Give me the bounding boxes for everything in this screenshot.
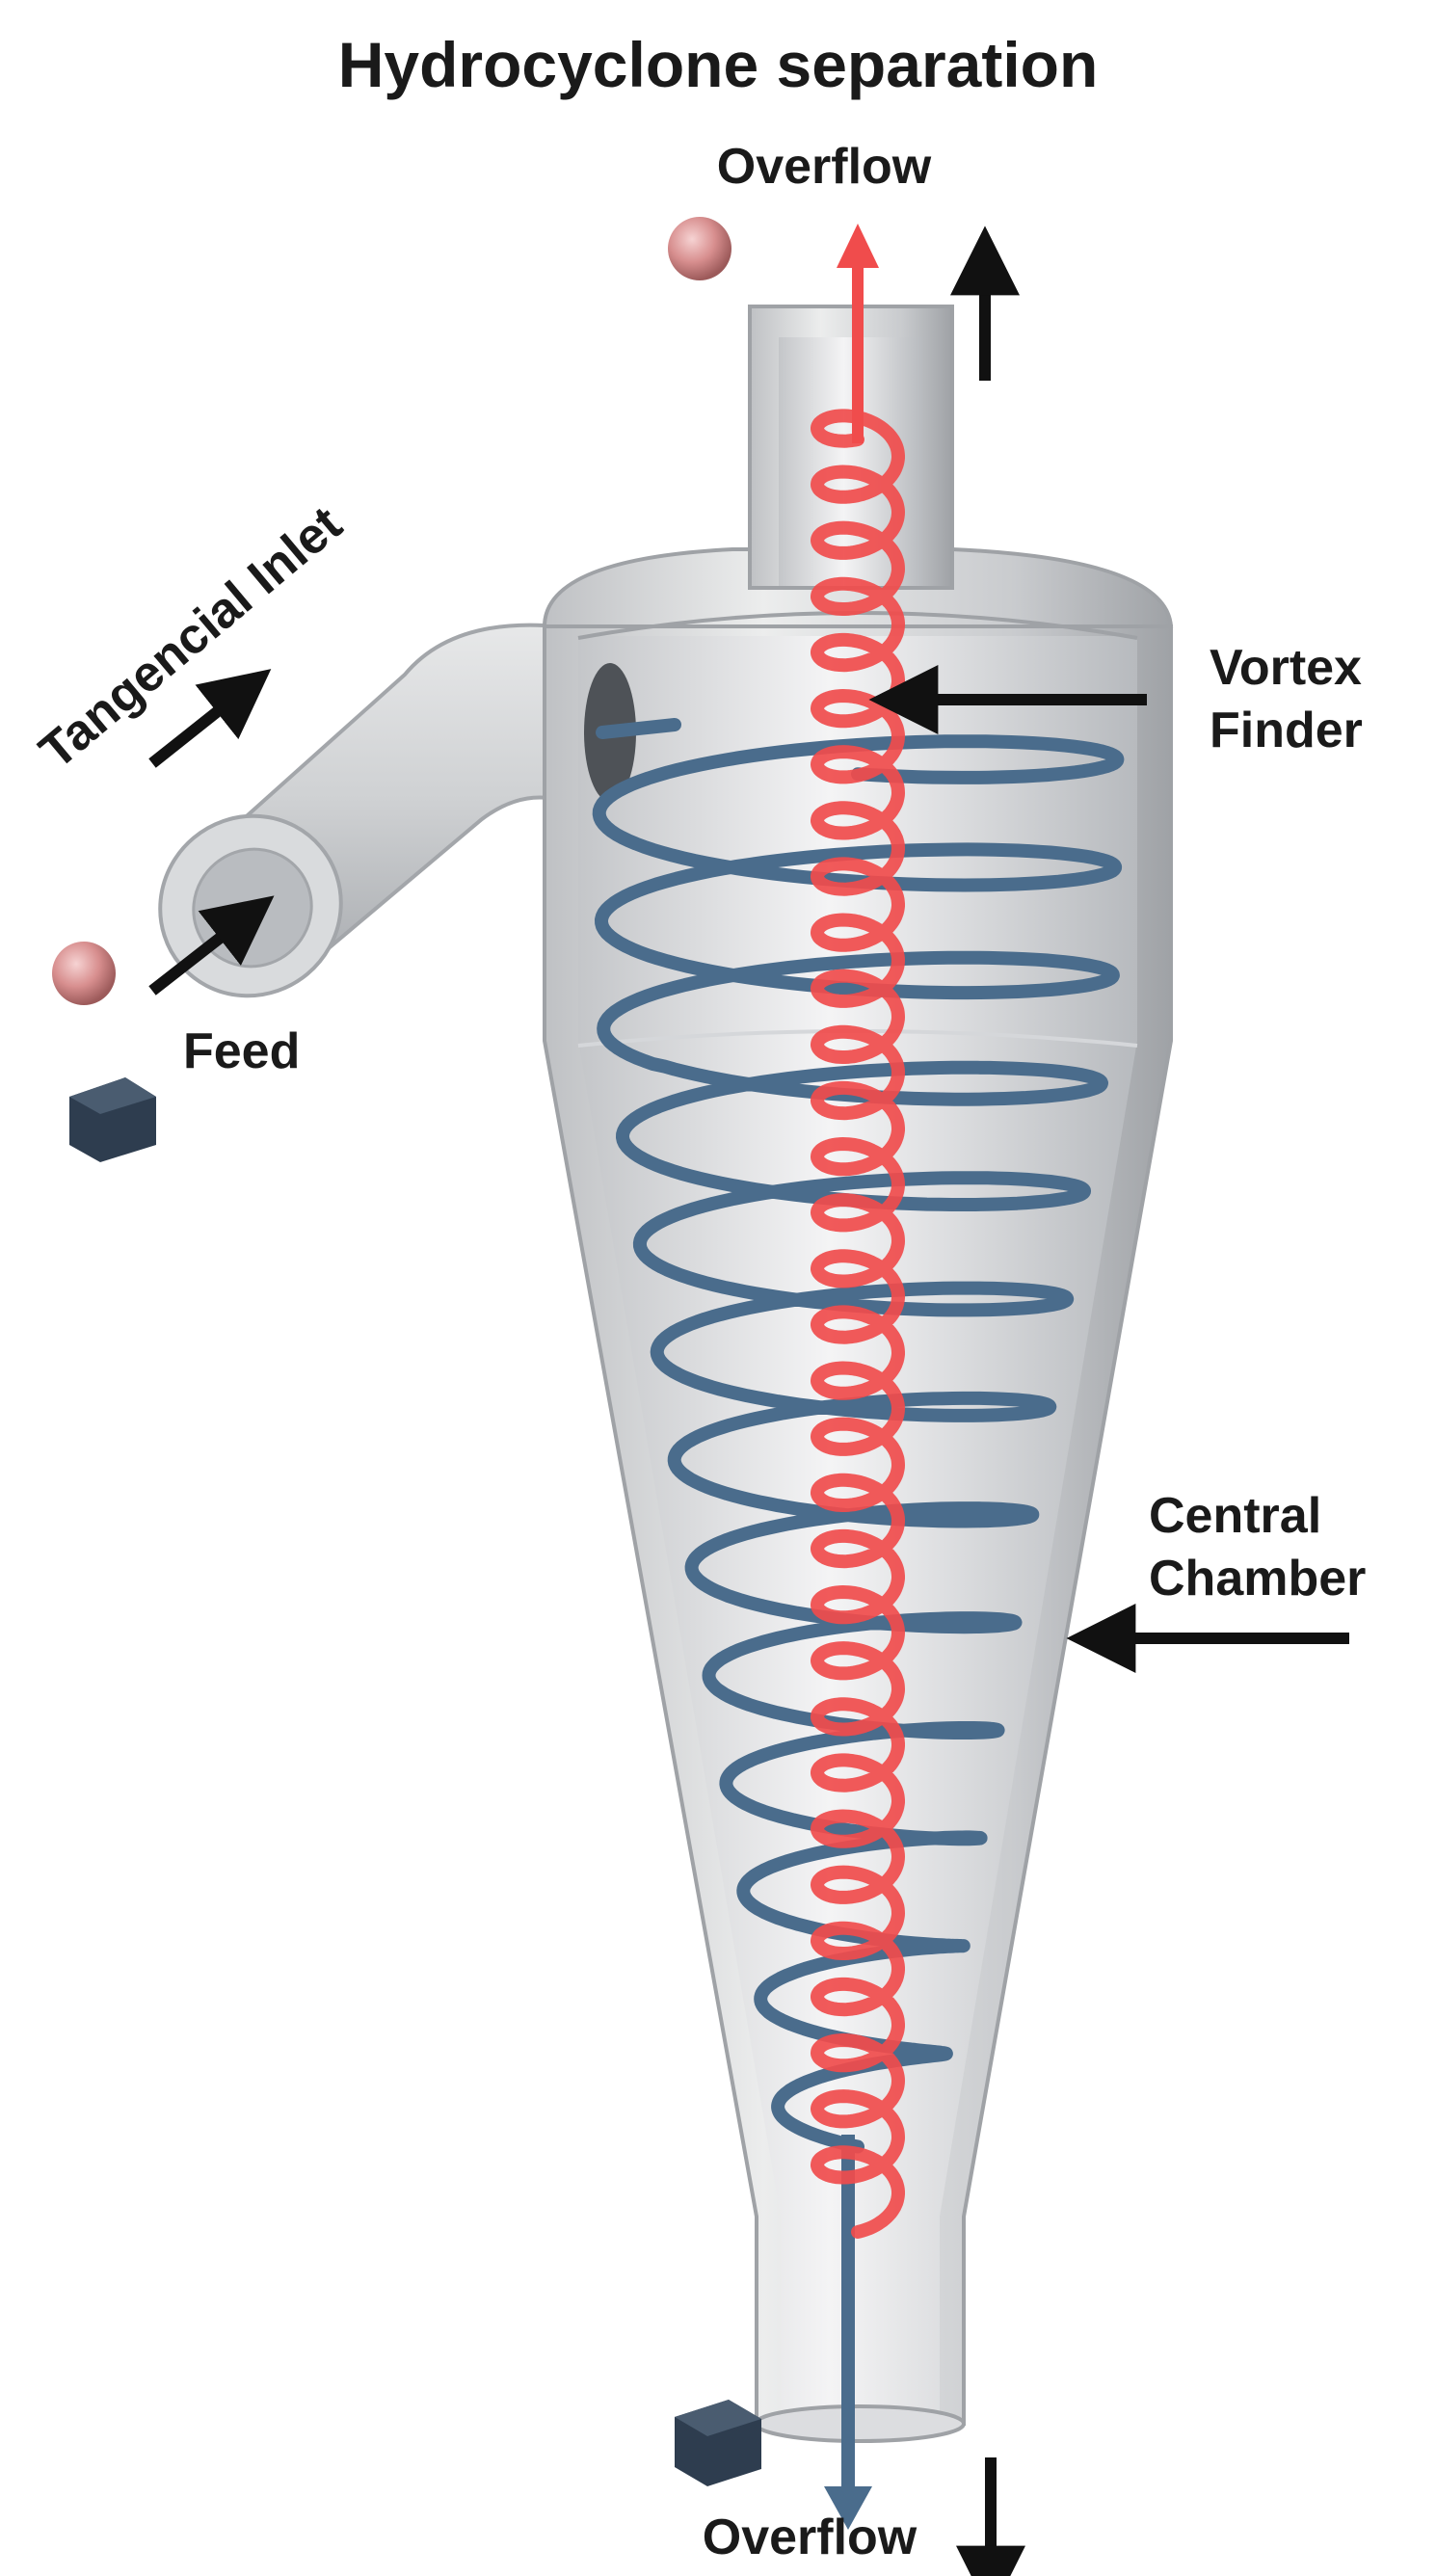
particles bbox=[52, 217, 761, 2486]
feed-arrow bbox=[148, 895, 275, 996]
overflow-arrowhead bbox=[837, 224, 879, 268]
diagram-title: Hydrocyclone separation bbox=[338, 29, 1099, 100]
overflow-bottom-label: Overflow bbox=[703, 2510, 917, 2565]
underflow-arrowhead bbox=[824, 2486, 872, 2530]
tangential-inlet-arrow bbox=[148, 669, 272, 768]
vortex-finder-label-line1: Vortex bbox=[1210, 640, 1362, 696]
feed-label: Feed bbox=[183, 1023, 300, 1079]
vortex-finder-label-line2: Finder bbox=[1210, 703, 1363, 758]
dark-cube-icon bbox=[69, 1077, 156, 1162]
tangential-inlet-pipe bbox=[158, 623, 561, 998]
pink-sphere-icon bbox=[52, 942, 116, 1005]
outer-vortex-spiral bbox=[592, 718, 1125, 2530]
dark-cube-icon bbox=[675, 2400, 761, 2486]
central-chamber-label-line1: Central bbox=[1149, 1488, 1321, 1544]
overflow-top-label: Overflow bbox=[717, 139, 932, 195]
inner-vortex-spiral bbox=[811, 224, 905, 2239]
pointer-arrows bbox=[148, 226, 1349, 2576]
central-chamber-label-line2: Chamber bbox=[1149, 1551, 1366, 1607]
pink-sphere-icon bbox=[668, 217, 731, 280]
